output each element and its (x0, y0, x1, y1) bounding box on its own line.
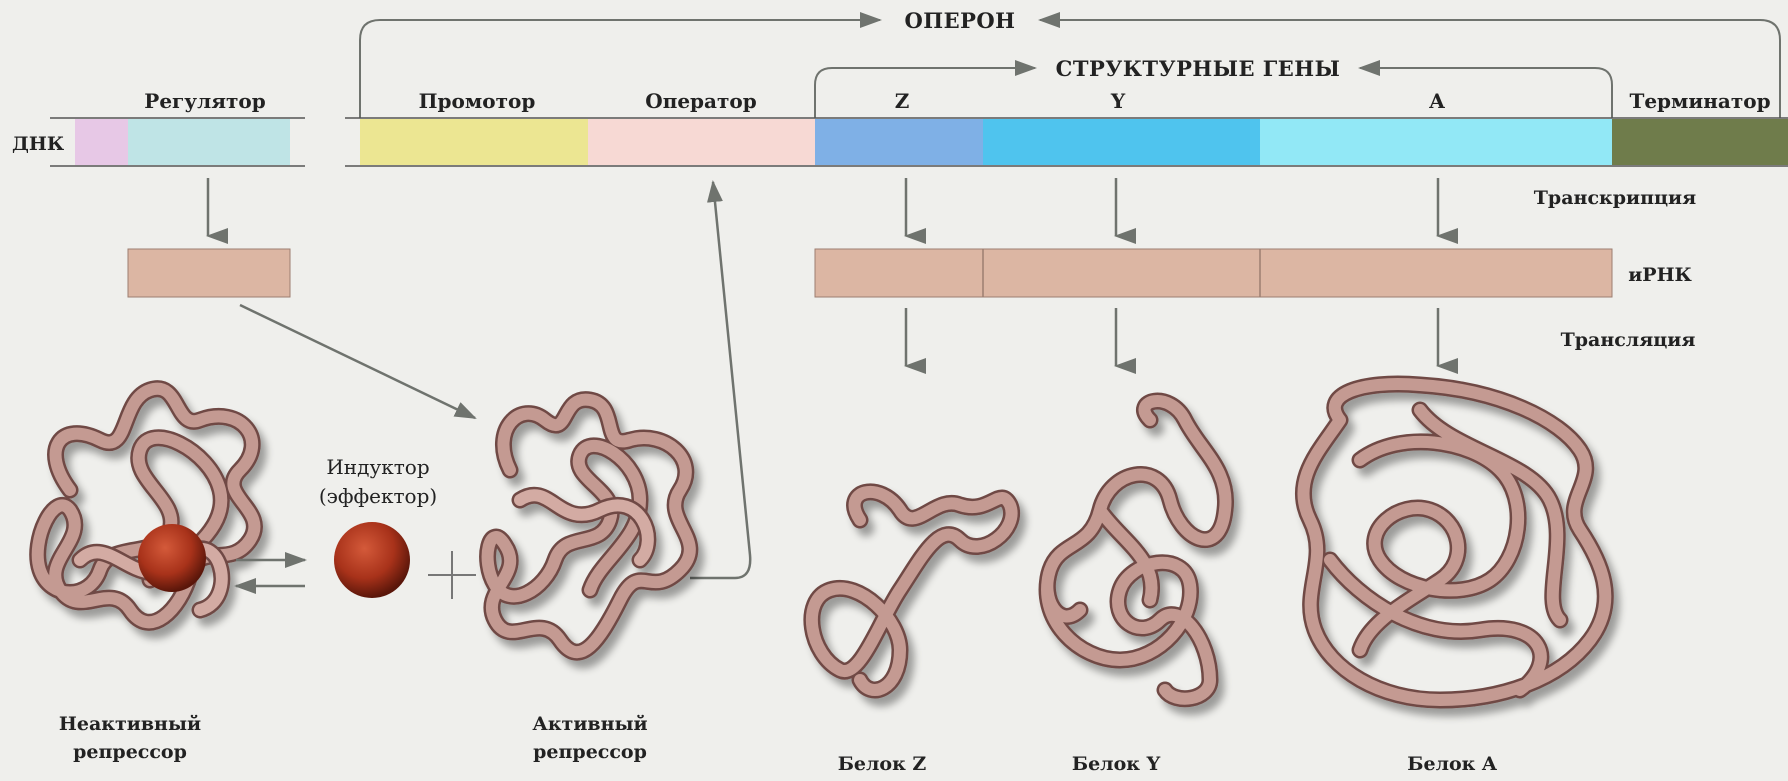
regulator-flank-segment (75, 119, 128, 165)
promoter-label: Промотор (419, 89, 536, 113)
operon-mrna-bar (815, 249, 1612, 297)
translation-label: Трансляция (1561, 329, 1696, 351)
regulator-mrna-bar (128, 249, 290, 297)
dna-strand (50, 118, 1788, 166)
terminator-segment (1612, 119, 1788, 165)
operon-label: ОПЕРОН (904, 8, 1015, 33)
inducer-molecule (334, 522, 410, 598)
dna-label: ДНК (12, 133, 65, 155)
transcription-label: Транскрипция (1534, 187, 1696, 209)
promoter-segment (360, 119, 588, 165)
operator-segment (588, 119, 815, 165)
inducer-label-line1: Индуктор (326, 455, 429, 479)
gene-z-segment (815, 119, 983, 165)
active-repressor-protein (488, 400, 690, 653)
gene-a-label: A (1428, 89, 1445, 113)
active-repressor-label-line2: репрессор (533, 741, 647, 763)
inducer-label-line2: (эффектор) (319, 484, 437, 508)
protein-y (1047, 401, 1226, 699)
protein-a-label: Белок A (1407, 753, 1497, 775)
bound-inducer-molecule (138, 524, 206, 592)
repressor-synthesis-arrow (240, 305, 475, 418)
mrna-label: иРНК (1628, 264, 1692, 286)
plus-sign (428, 551, 476, 599)
regulator-gene-segment (128, 119, 290, 165)
active-repressor-label-line1: Активный (532, 713, 647, 735)
translation-arrows (906, 308, 1438, 366)
operator-label: Оператор (645, 89, 756, 113)
transcription-arrows (208, 178, 1438, 236)
inactive-repressor-label-line2: репрессор (73, 741, 187, 763)
gene-a-segment (1260, 119, 1612, 165)
structural-genes-label: СТРУКТУРНЫЕ ГЕНЫ (1056, 56, 1341, 81)
protein-a (1303, 384, 1605, 700)
equilibrium-arrows (236, 560, 305, 586)
regulator-label: Регулятор (144, 89, 265, 113)
inactive-repressor-protein (38, 389, 255, 623)
protein-y-label: Белок Y (1072, 753, 1161, 775)
gene-y-segment (983, 119, 1260, 165)
repressor-binding-arrow (690, 182, 750, 578)
terminator-label: Терминатор (1629, 89, 1770, 113)
gene-y-label: Y (1110, 89, 1126, 113)
inactive-repressor-label-line1: Неактивный (59, 713, 201, 735)
protein-z (812, 492, 1012, 690)
gene-z-label: Z (895, 89, 910, 113)
protein-z-label: Белок Z (838, 753, 927, 775)
